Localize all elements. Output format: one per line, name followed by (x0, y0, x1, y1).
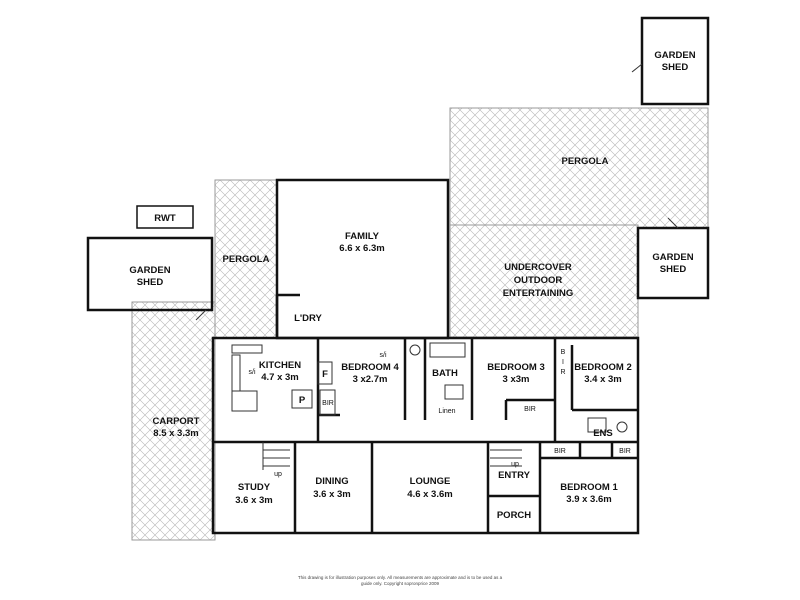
si-bedroom4-label: s/i (380, 352, 387, 359)
up-entry-label: up (511, 461, 519, 468)
porch-label: PORCH (497, 510, 531, 521)
stairs-study (262, 442, 290, 470)
garden-shed-top-label-2: SHED (662, 62, 689, 73)
stairs-entry (490, 449, 522, 467)
study-size: 3.6 x 3m (235, 495, 273, 506)
garden-shed-right (636, 226, 710, 300)
bir-bedroom2-label-i: I (562, 359, 564, 366)
up-study-label: up (274, 471, 282, 478)
bir-bedroom2-label-b: B (561, 349, 566, 356)
carport-area (131, 301, 216, 541)
disclaimer-line-1: This drawing is for illustration purpose… (298, 575, 503, 580)
bir-bedroom4-label: BIR (322, 400, 334, 407)
study-label: STUDY (238, 482, 271, 493)
carport-size: 8.5 x 3.3m (153, 428, 198, 439)
lounge-size: 4.6 x 3.6m (407, 489, 452, 500)
family-label: FAMILY (345, 231, 380, 242)
ens-label: ENS (593, 428, 613, 439)
pergola-left-area (214, 179, 278, 339)
bir-bedroom1-label: BIR (554, 448, 566, 455)
family-size: 6.6 x 6.3m (339, 243, 384, 254)
rwt-label: RWT (154, 213, 176, 224)
kitchen-size: 4.7 x 3m (261, 372, 299, 383)
linen-label: Linen (438, 408, 455, 415)
bedroom1-size: 3.9 x 3.6m (566, 494, 611, 505)
outdoor-label-1: UNDERCOVER (504, 262, 572, 273)
bedroom4-label: BEDROOM 4 (341, 362, 399, 373)
rwt-tank (136, 205, 194, 229)
si-kitchen-label: s/i (249, 369, 256, 376)
outdoor-entertaining-area (449, 224, 639, 338)
lounge-label: LOUNGE (410, 476, 451, 487)
disclaimer-line-2: guide only. Copyright sopronprice 2009 (361, 581, 439, 586)
bedroom1-label: BEDROOM 1 (560, 482, 618, 493)
entry-label: ENTRY (498, 470, 531, 481)
bath-label: BATH (432, 368, 458, 379)
garden-shed-left-label-2: SHED (137, 277, 164, 288)
garden-shed-top (640, 16, 710, 106)
bedroom2-size: 3.4 x 3m (584, 374, 622, 385)
bedroom2-label: BEDROOM 2 (574, 362, 632, 373)
pantry-label: P (299, 395, 306, 406)
bedroom3-size: 3 x3m (503, 374, 530, 385)
outdoor-label-2: OUTDOOR (514, 275, 563, 286)
garden-shed-top-label-1: GARDEN (654, 50, 695, 61)
kitchen-label: KITCHEN (259, 360, 301, 371)
pergola-top-area (449, 107, 709, 229)
carport-label: CARPORT (153, 416, 200, 427)
garden-shed-left-label-1: GARDEN (129, 265, 170, 276)
garden-shed-right-label-2: SHED (660, 264, 687, 275)
bir-bedroom2-label-r: R (560, 369, 565, 376)
bedroom3-label: BEDROOM 3 (487, 362, 545, 373)
outdoor-label-3: ENTERTAINING (503, 288, 574, 299)
garden-shed-left (86, 236, 214, 312)
bir-bedroom3-label: BIR (524, 406, 536, 413)
bedroom4-size: 3 x2.7m (353, 374, 388, 385)
fridge-label: F (322, 369, 328, 380)
dining-size: 3.6 x 3m (313, 489, 351, 500)
dining-label: DINING (315, 476, 348, 487)
pergola-left-label: PERGOLA (223, 254, 270, 265)
pergola-top-label: PERGOLA (562, 156, 609, 167)
bir-ensuite-label: BIR (619, 448, 631, 455)
laundry-label: L'DRY (294, 313, 322, 324)
garden-shed-right-label-1: GARDEN (652, 252, 693, 263)
